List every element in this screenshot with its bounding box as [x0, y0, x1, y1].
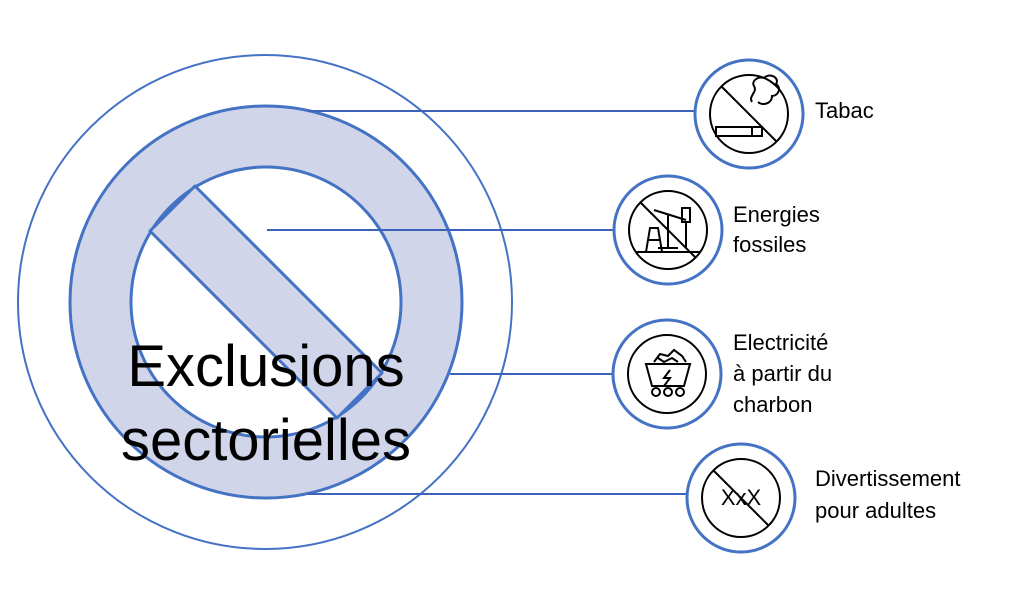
item-label: pour adultes [815, 498, 936, 523]
item-label: Divertissement [815, 466, 960, 491]
no-adult-xxx-icon [701, 458, 781, 538]
no-smoking-icon [709, 74, 789, 154]
item-label: Electricité [733, 330, 828, 355]
prohibition-icon [68, 104, 464, 500]
item-energies-fossiles: Energies fossiles [612, 174, 820, 286]
title-line-2: sectorielles [121, 408, 411, 473]
coal-cart-icon [627, 334, 707, 414]
item-electricite-charbon: Electricité à partir du charbon [611, 318, 832, 430]
item-label: Tabac [815, 98, 874, 123]
connector-lines [267, 110, 698, 495]
title-line-1: Exclusions [127, 334, 404, 399]
xxx-icon-text: XxX [721, 485, 762, 510]
item-label: Energies [733, 202, 820, 227]
outer-ring [17, 54, 513, 550]
item-label: à partir du [733, 361, 832, 386]
item-label: charbon [733, 392, 813, 417]
item-tabac: Tabac [693, 58, 874, 170]
no-oil-pump-icon [628, 190, 708, 270]
item-label: fossiles [733, 232, 806, 257]
item-divertissement-adultes: XxX Divertissement pour adultes [685, 442, 960, 554]
